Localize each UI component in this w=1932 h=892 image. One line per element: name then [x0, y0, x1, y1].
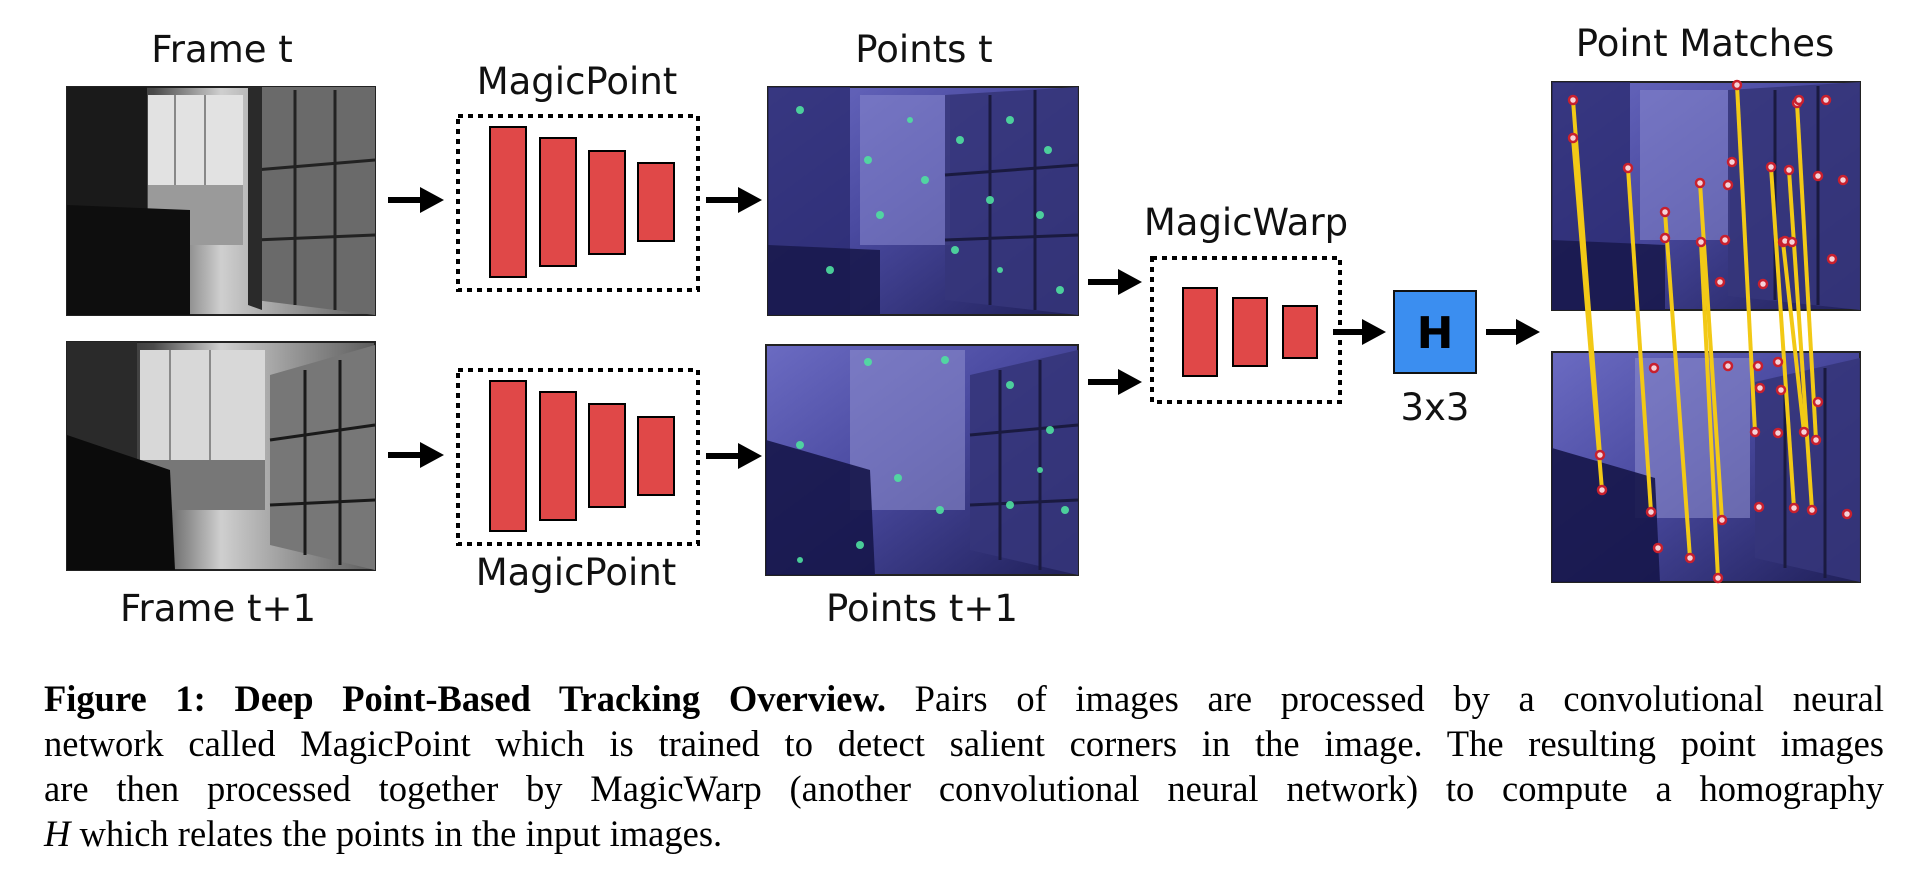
keypoint [1622, 162, 1634, 174]
arrow-magicwarp-to-homography [1333, 319, 1386, 345]
keypoint [1754, 382, 1766, 394]
match-line [1787, 169, 1814, 511]
match-line [1626, 167, 1653, 513]
keypoint [1567, 132, 1579, 144]
keypoint [1726, 156, 1738, 168]
keypoint [1812, 396, 1824, 408]
magicwarp-label: MagicWarp [1144, 201, 1348, 244]
match-line [1571, 137, 1604, 491]
match-line [1769, 166, 1796, 509]
homography-h-box: H [1393, 290, 1477, 374]
conv-layer-block [489, 380, 527, 532]
keypoint [1684, 552, 1696, 564]
keypoint [1837, 174, 1849, 186]
caption-italic-h: H [44, 813, 71, 854]
keypoint [1716, 514, 1728, 526]
keypoint [1772, 427, 1784, 439]
keypoint [1765, 161, 1777, 173]
keypoint [1714, 276, 1726, 288]
points-t-label: Points t [855, 28, 992, 71]
frame-t-image [66, 86, 376, 316]
keypoint [1594, 449, 1606, 461]
conv-layer-block [1232, 297, 1268, 367]
keypoint [1694, 177, 1706, 189]
keypoint [1719, 234, 1731, 246]
keypoint [1826, 253, 1838, 265]
arrow-points-t1-to-magicwarp [1088, 369, 1142, 395]
keypoint [1783, 164, 1795, 176]
keypoint [1788, 502, 1800, 514]
frame-t1-label: Frame t+1 [120, 587, 316, 630]
arrow-frame-t1-to-magicpoint [388, 442, 444, 468]
keypoint [1722, 179, 1734, 191]
keypoint [1722, 360, 1734, 372]
conv-layer-block [637, 162, 675, 242]
keypoint [1659, 232, 1671, 244]
keypoint [1752, 360, 1764, 372]
keypoint [1810, 434, 1822, 446]
magicpoint-network-top [456, 114, 700, 292]
keypoint [1786, 236, 1798, 248]
keypoint [1652, 542, 1664, 554]
conv-layer-block [539, 137, 577, 267]
match-line [1781, 241, 1806, 433]
conv-layer-block [637, 416, 675, 496]
magicpoint-bottom-label: MagicPoint [476, 551, 677, 594]
homography-size-label: 3x3 [1401, 386, 1470, 429]
keypoint [1648, 362, 1660, 374]
points-t-heatmap [767, 86, 1079, 316]
keypoint [1753, 501, 1765, 513]
match-line [1735, 84, 1757, 433]
conv-layer-block [539, 391, 577, 521]
keypoint [1793, 94, 1805, 106]
keypoint [1731, 79, 1743, 91]
points-t1-heatmap [765, 344, 1079, 576]
magicpoint-top-label: MagicPoint [477, 60, 678, 103]
keypoint [1841, 508, 1853, 520]
homography-h-letter: H [1417, 308, 1454, 359]
keypoints [1567, 79, 1853, 584]
match-line [1795, 102, 1818, 441]
keypoint [1775, 384, 1787, 396]
caption-bold-title: Figure 1: Deep Point-Based Tracking Over… [44, 678, 886, 719]
keypoint [1798, 426, 1810, 438]
conv-layer-block [588, 403, 626, 508]
match-line [1699, 241, 1720, 579]
keypoint [1749, 426, 1761, 438]
keypoint [1820, 94, 1832, 106]
keypoint [1772, 356, 1784, 368]
caption-line1: Pairs of images are processed by a convo… [914, 678, 1885, 719]
match-lines [1571, 84, 1818, 579]
arrow-magicpoint-to-points-t [706, 187, 762, 213]
points-t1-label: Points t+1 [826, 587, 1018, 630]
keypoint [1695, 236, 1707, 248]
point-matches-label: Point Matches [1576, 22, 1835, 65]
arrow-magicpoint-to-points-t1 [706, 443, 762, 469]
magicwarp-network [1150, 256, 1342, 404]
magicpoint-network-bottom [456, 368, 700, 546]
keypoint [1757, 278, 1769, 290]
conv-layer-block [588, 150, 626, 255]
arrow-frame-t-to-magicpoint [388, 187, 444, 213]
match-line [1663, 211, 1692, 559]
frame-t1-image [66, 341, 376, 571]
conv-layer-block [1282, 305, 1318, 359]
frame-t-label: Frame t [151, 28, 293, 71]
keypoint [1806, 504, 1818, 516]
arrow-points-t-to-magicwarp [1088, 269, 1142, 295]
conv-layer-block [489, 126, 527, 278]
keypoint [1567, 94, 1579, 106]
caption-line4: which relates the points in the input im… [79, 813, 723, 854]
figure-caption: Figure 1: Deep Point-Based Tracking Over… [44, 676, 1884, 856]
arrow-homography-to-matches [1486, 319, 1540, 345]
keypoint [1596, 484, 1608, 496]
keypoint [1812, 170, 1824, 182]
keypoint [1712, 572, 1724, 584]
conv-layer-block [1182, 287, 1218, 377]
keypoint [1659, 206, 1671, 218]
keypoint [1645, 506, 1657, 518]
caption-line2: network called MagicPoint which is train… [44, 723, 1884, 764]
caption-line3: are then processed together by MagicWarp… [44, 768, 1884, 809]
